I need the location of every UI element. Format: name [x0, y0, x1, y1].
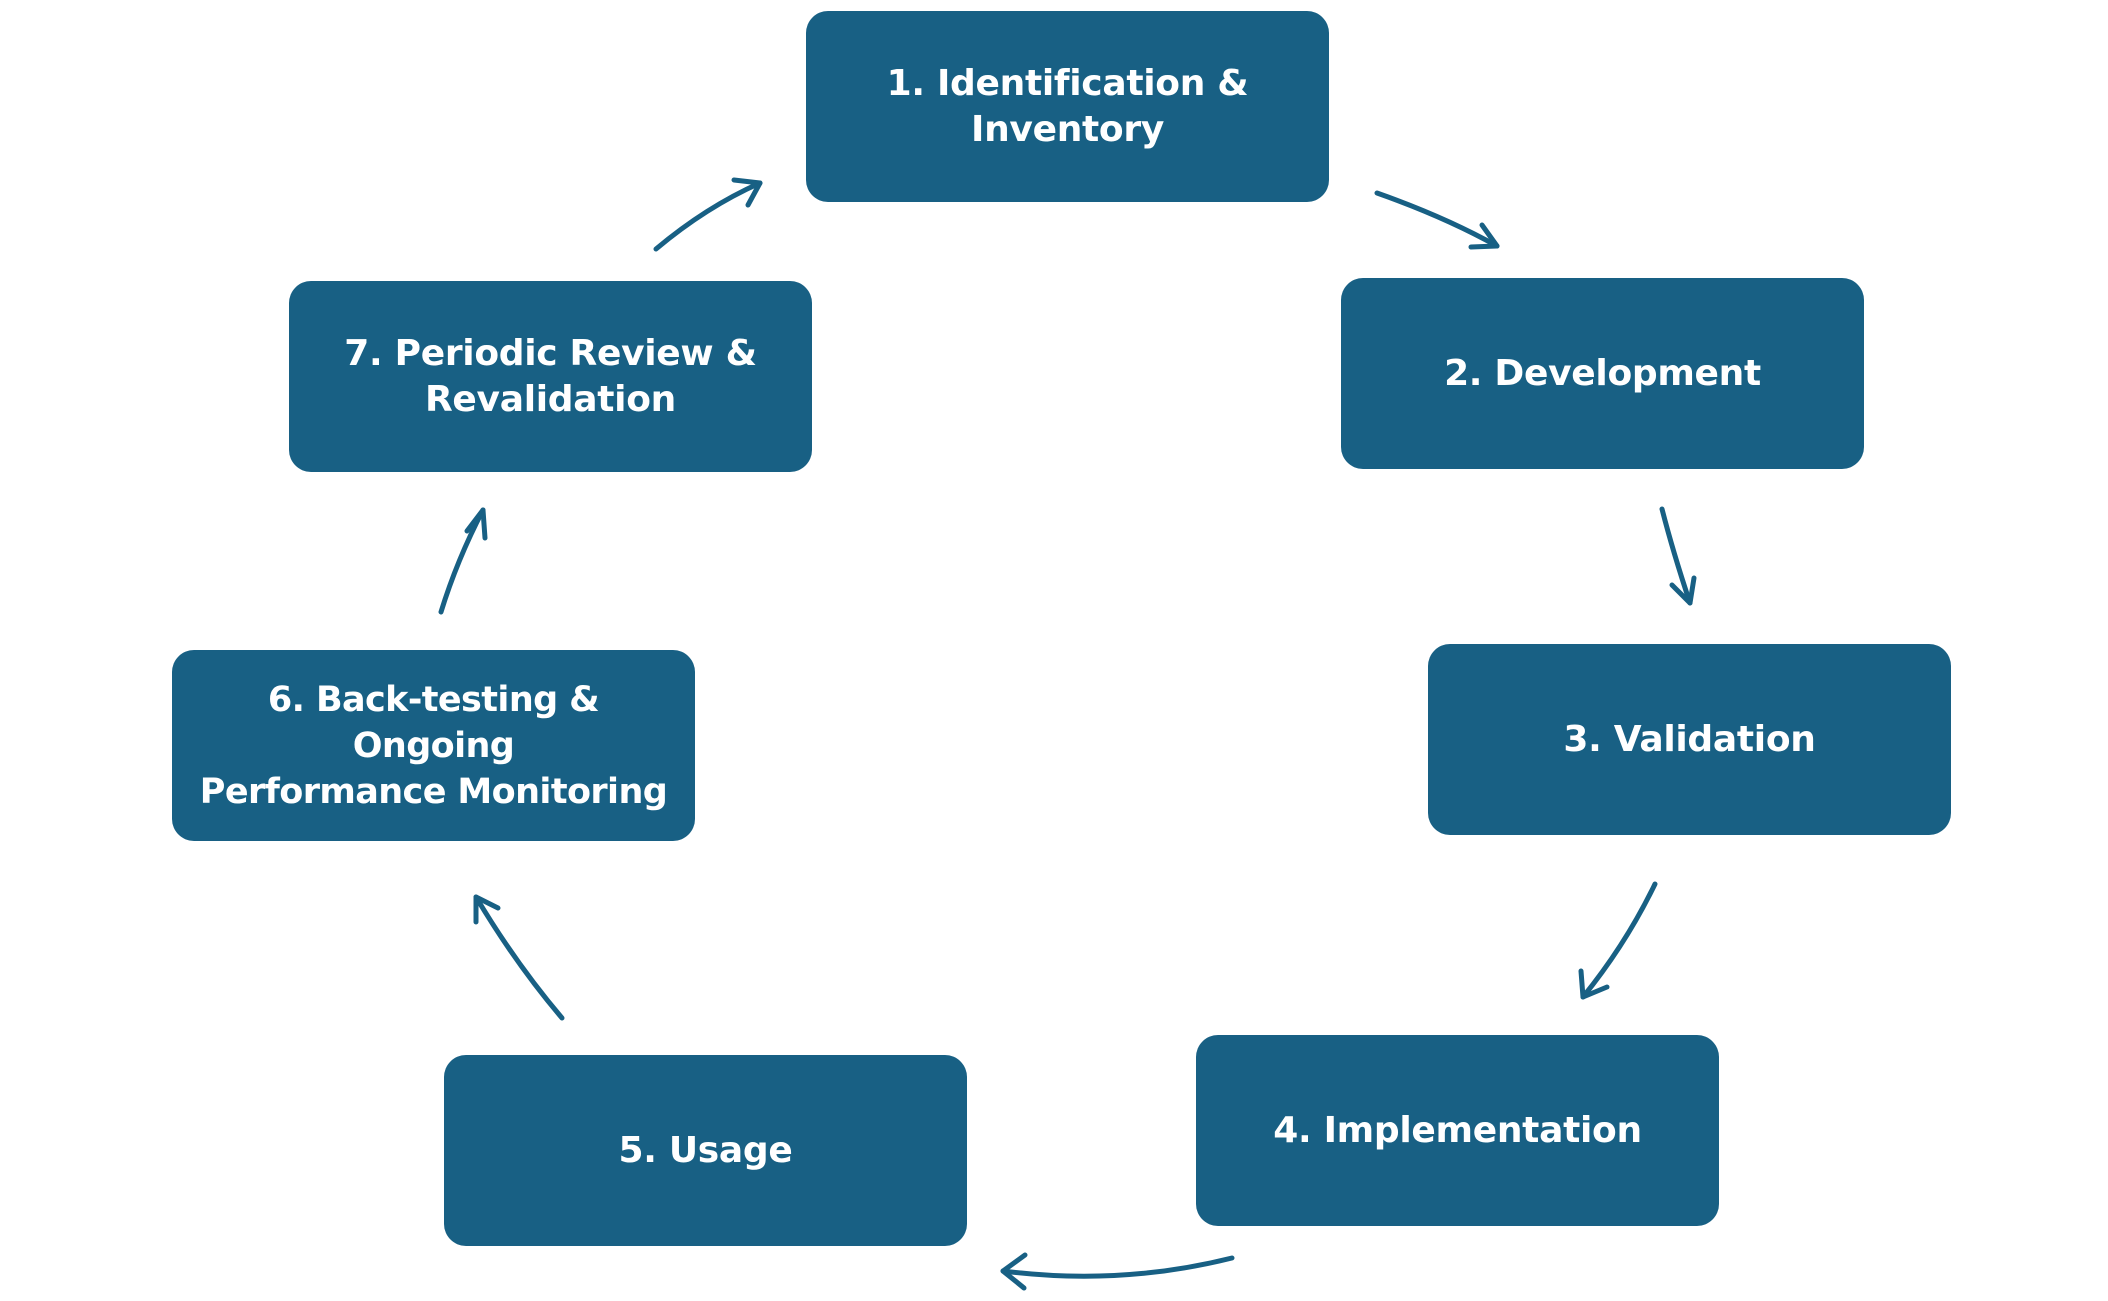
step-usage: 5. Usage	[444, 1055, 967, 1246]
step-development: 2. Development	[1341, 278, 1864, 469]
arrow-1-to-2	[1374, 190, 1500, 250]
step-label: 6. Back-testing & Ongoing Performance Mo…	[199, 679, 668, 812]
step-label: 1. Identification & Inventory	[886, 62, 1249, 150]
step-label: 5. Usage	[618, 1129, 793, 1171]
arrow-5-to-6	[473, 894, 565, 1021]
step-implementation: 4. Implementation	[1196, 1035, 1719, 1226]
step-identification-inventory: 1. Identification & Inventory	[806, 11, 1329, 202]
step-validation: 3. Validation	[1428, 644, 1951, 835]
arrow-4-to-5	[1000, 1252, 1235, 1291]
step-backtesting-monitoring: 6. Back-testing & Ongoing Performance Mo…	[172, 650, 695, 841]
arrow-7-to-1	[653, 177, 763, 252]
step-label: 7. Periodic Review & Revalidation	[344, 332, 757, 420]
step-label: 3. Validation	[1563, 718, 1816, 760]
arrow-2-to-3	[1659, 506, 1697, 606]
step-label: 2. Development	[1444, 352, 1761, 394]
arrow-6-to-7	[438, 507, 488, 615]
step-label: 4. Implementation	[1273, 1109, 1642, 1151]
arrow-3-to-4	[1578, 881, 1658, 1000]
step-periodic-review: 7. Periodic Review & Revalidation	[289, 281, 812, 472]
